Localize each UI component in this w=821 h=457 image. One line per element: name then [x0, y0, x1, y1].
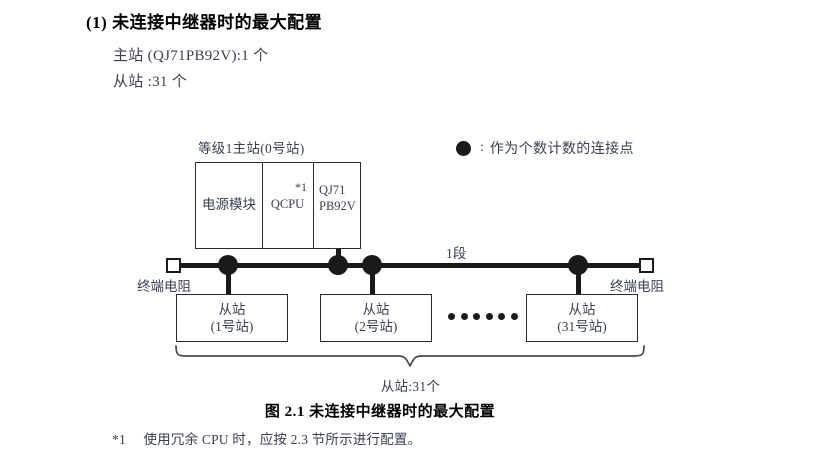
slave-station-name: 从站: [568, 302, 596, 317]
slave-station-number: (31号站): [557, 319, 607, 334]
master-station-box: [195, 162, 361, 249]
terminal-resistor-left-label: 终端电阻: [137, 279, 191, 294]
ellipsis-dots: [448, 313, 518, 320]
heading-master-count: 主站 (QJ71PB92V):1 个: [113, 48, 269, 64]
section-heading: (1) 未连接中继器时的最大配置: [86, 13, 323, 32]
power-module-label: 电源模块: [202, 197, 256, 212]
slave-group-brace-label: 从站:31个: [380, 379, 441, 394]
figure-caption: 图 2.1 未连接中继器时的最大配置: [264, 404, 496, 420]
slave-station-name: 从站: [218, 302, 246, 317]
slave-drop-line: [576, 264, 581, 294]
ellipsis-dot: [498, 313, 506, 320]
terminal-resistor-left-icon: [166, 258, 181, 273]
slave-station-number: (1号站): [210, 319, 254, 334]
ellipsis-dot: [485, 313, 493, 320]
slave-station-box: 从站 (2号站): [320, 294, 432, 342]
slave-station-box: 从站 (31号站): [526, 294, 638, 342]
connection-dot: [328, 255, 348, 275]
slave-station-number: (2号站): [354, 319, 398, 334]
ellipsis-dot: [473, 313, 481, 320]
terminal-resistor-right-label: 终端电阻: [610, 279, 664, 294]
qcpu-label: QCPU: [270, 197, 305, 211]
footnote: *1 使用冗余 CPU 时，应按 2.3 节所示进行配置。: [112, 428, 421, 448]
qj71pb92v-label: QJ71 PB92V: [316, 182, 363, 214]
qj71pb92v-label-line1: QJ71: [319, 183, 346, 197]
slave-station-name: 从站: [362, 302, 390, 317]
ellipsis-dot: [460, 313, 468, 320]
slave-group-brace: [175, 345, 645, 367]
filled-circle-icon: [456, 140, 471, 156]
ellipsis-dot: [448, 313, 455, 320]
master-box-divider: [313, 162, 314, 249]
footnote-text: 使用冗余 CPU 时，应按 2.3 节所示进行配置。: [143, 432, 422, 447]
master-station-caption: 等级1主站(0号站): [198, 141, 305, 156]
bus-line: [176, 263, 646, 268]
legend-separator: :: [480, 140, 484, 155]
master-box-divider: [262, 162, 263, 249]
qcpu-footnote-marker: *1: [295, 180, 307, 194]
legend-label: 作为个数计数的连接点: [489, 142, 634, 157]
legend: : 作为个数计数的连接点: [456, 138, 634, 158]
slave-station-box: 从站 (1号站): [176, 294, 288, 342]
qj71pb92v-label-line2: PB92V: [319, 199, 356, 213]
segment-label: 1段: [446, 246, 467, 261]
ellipsis-dot: [510, 313, 518, 320]
terminal-resistor-right-icon: [639, 258, 654, 273]
slave-drop-line: [370, 264, 375, 294]
footnote-marker: *1: [112, 432, 126, 447]
slave-drop-line: [226, 264, 231, 294]
heading-slave-count: 从站 :31 个: [113, 74, 188, 90]
